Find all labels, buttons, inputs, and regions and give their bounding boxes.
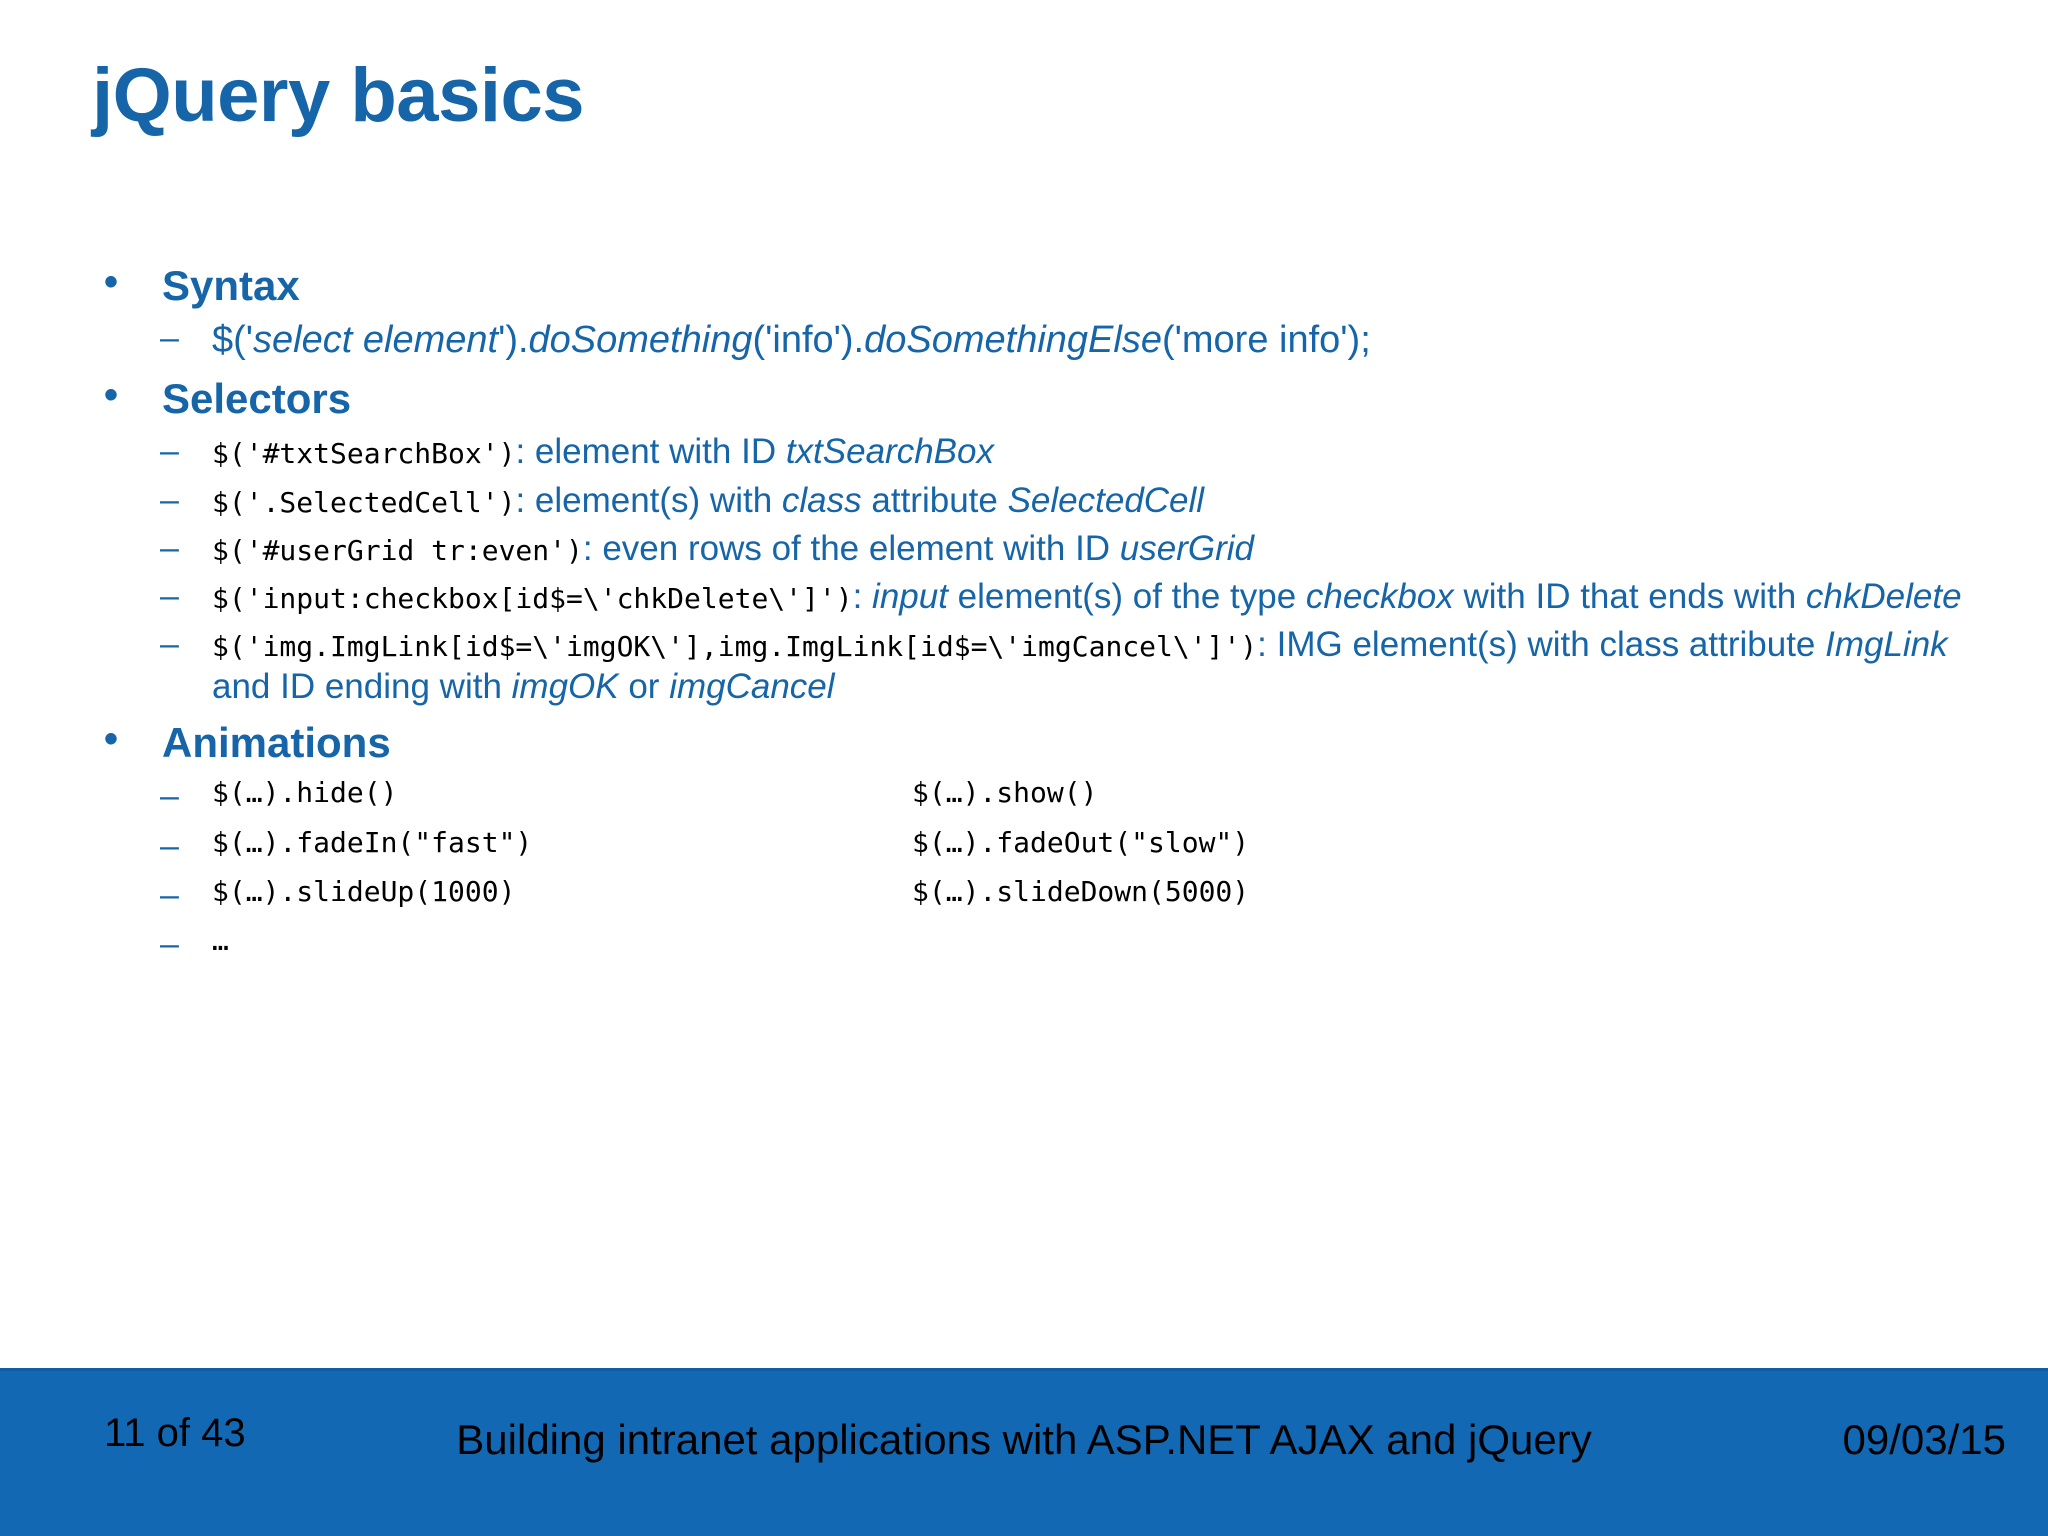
selector-desc-emphasis: txtSearchBox xyxy=(785,432,994,472)
selector-code: $('.SelectedCell') xyxy=(212,485,516,519)
dash-icon: – xyxy=(160,528,179,567)
syntax-part-1: $(' xyxy=(212,319,254,362)
animation-method-left: $(…).fadeIn("fast") xyxy=(212,825,533,859)
selector-desc-emphasis: ImgLink xyxy=(1825,625,1948,665)
selector-code: $('img.ImgLink[id$=\'imgOK\'],img.ImgLin… xyxy=(212,630,1258,664)
animation-method-right: $(…).show() xyxy=(912,776,1098,810)
selector-desc: : element(s) with xyxy=(515,480,782,520)
section-heading-label: Animations xyxy=(162,719,391,767)
syntax-part-4: doSomething xyxy=(528,319,753,362)
animation-method-left: $(…).hide() xyxy=(212,776,398,810)
animation-row: – $(…).hide() $(…).show() xyxy=(92,777,1972,817)
animation-method-left: … xyxy=(212,924,229,958)
slide-body: • Syntax – $('select element').doSomethi… xyxy=(92,250,1972,974)
selector-desc-emphasis-2: imgOK xyxy=(511,666,619,706)
slide-footer: 11 of 43 Building intranet applications … xyxy=(0,1368,2048,1536)
section-heading-animations: • Animations xyxy=(92,717,1972,768)
animation-method-left: $(…).slideUp(1000) xyxy=(212,874,516,908)
selector-item: – $('img.ImgLink[id$=\'imgOK\'],img.ImgL… xyxy=(92,624,1972,707)
dash-icon: – xyxy=(160,875,179,914)
dash-icon: – xyxy=(160,577,179,616)
animation-method-right: $(…).fadeOut("slow") xyxy=(912,825,1250,859)
section-heading-selectors: • Selectors xyxy=(92,373,1972,424)
syntax-part-2: select element xyxy=(253,319,499,362)
bullet-icon: • xyxy=(104,373,119,418)
syntax-part-7: ('more info'); xyxy=(1161,319,1371,362)
selector-item: – $('#userGrid tr:even'): even rows of t… xyxy=(92,528,1972,569)
footer-date: 09/03/15 xyxy=(1842,1416,2007,1463)
selector-desc-mid: element(s) of the type xyxy=(947,577,1306,617)
selector-code: $('input:checkbox[id$=\'chkDelete\']') xyxy=(212,582,853,616)
animation-method-right: $(…).slideDown(5000) xyxy=(912,874,1250,908)
selector-desc-emphasis-3: chkDelete xyxy=(1805,577,1962,617)
section-heading-syntax: • Syntax xyxy=(92,260,1972,311)
slide-number: 11 of 43 xyxy=(104,1411,246,1455)
bullet-icon: • xyxy=(104,717,119,762)
animation-row: – … xyxy=(92,924,1972,965)
selector-desc-mid-2: with ID that ends with xyxy=(1453,577,1806,617)
selector-item: – $('#txtSearchBox'): element with ID tx… xyxy=(92,431,1972,472)
selector-desc-mid-2: or xyxy=(618,666,670,706)
selector-code: $('#userGrid tr:even') xyxy=(212,533,583,567)
dash-icon: – xyxy=(160,826,179,865)
dash-icon: – xyxy=(160,925,179,964)
dash-icon: – xyxy=(160,777,179,816)
selector-item: – $('input:checkbox[id$=\'chkDelete\']')… xyxy=(92,576,1972,617)
syntax-part-5: ('info'). xyxy=(752,319,865,362)
selector-desc-mid: attribute xyxy=(861,480,1008,520)
dash-icon: – xyxy=(160,480,179,519)
selector-desc-emphasis: class xyxy=(781,480,862,520)
bullet-icon: • xyxy=(104,260,119,304)
section-heading-label: Syntax xyxy=(162,262,300,309)
section-heading-label: Selectors xyxy=(162,375,352,423)
selector-desc: : even rows of the element with ID xyxy=(582,528,1120,568)
selector-desc-emphasis: userGrid xyxy=(1119,528,1255,568)
dash-icon: – xyxy=(160,319,179,358)
footer-divider xyxy=(0,1368,2048,1371)
syntax-example-line: – $('select element').doSomething('info'… xyxy=(92,318,1972,363)
footer-title: Building intranet applications with ASP.… xyxy=(456,1416,1592,1463)
selector-item: – $('.SelectedCell'): element(s) with cl… xyxy=(92,480,1972,521)
selector-desc: : IMG element(s) with class attribute xyxy=(1257,625,1826,665)
page-title: jQuery basics xyxy=(92,53,585,138)
animation-row: – $(…).fadeIn("fast") $(…).fadeOut("slow"… xyxy=(92,825,1972,867)
selector-code: $('#txtSearchBox') xyxy=(212,437,516,471)
selector-desc-emphasis-3: imgCancel xyxy=(669,666,835,706)
animation-row: – $(…).slideUp(1000) $(…).slideDown(5000) xyxy=(92,874,1972,916)
syntax-part-6: doSomethingElse xyxy=(864,319,1162,362)
syntax-part-3: '). xyxy=(498,319,529,362)
selector-desc-emphasis-2: checkbox xyxy=(1305,577,1454,617)
selector-desc: : xyxy=(852,577,873,617)
dash-icon: – xyxy=(160,432,179,471)
dash-icon: – xyxy=(160,625,179,664)
selector-desc: : element with ID xyxy=(515,432,786,472)
selector-desc-mid: and ID ending with xyxy=(212,666,512,706)
selector-desc-emphasis-2: SelectedCell xyxy=(1007,480,1205,520)
selector-desc-emphasis: input xyxy=(872,577,948,617)
